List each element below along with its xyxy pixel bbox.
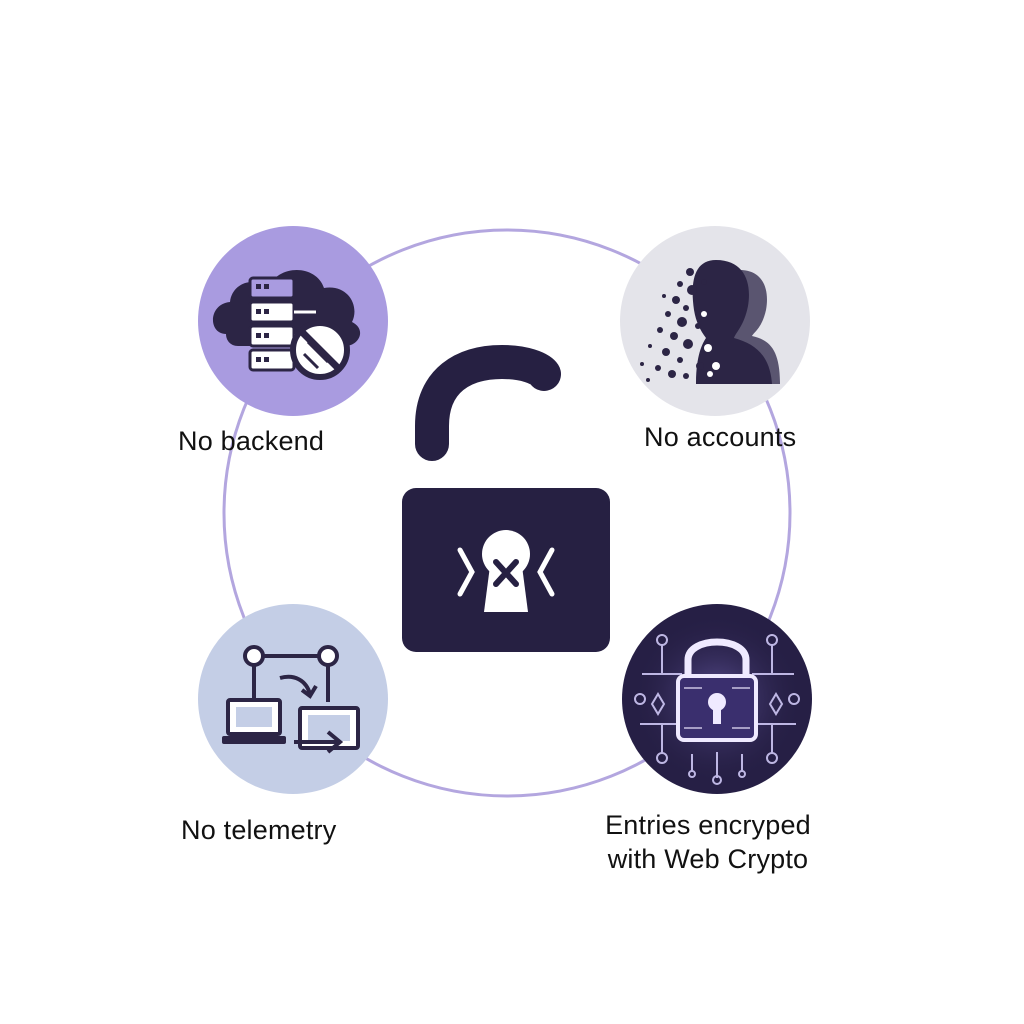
no-accounts-label: No accounts <box>644 422 797 452</box>
dissolving-user-icon <box>630 260 780 384</box>
no-accounts-badge <box>620 226 810 416</box>
no-backend-badge <box>198 226 388 416</box>
unlocked-padlock-icon <box>402 344 610 652</box>
no-server-cloud-icon <box>212 270 361 380</box>
web-crypto-label: Entries encryped with Web Crypto <box>605 810 811 874</box>
connecting-ring <box>222 228 792 798</box>
web-crypto-badge <box>622 604 812 794</box>
no-backend-label: No backend <box>178 426 325 456</box>
no-telemetry-label: No telemetry <box>181 815 337 845</box>
no-data-transfer-icon <box>222 645 360 754</box>
circuit-lock-icon <box>632 614 802 785</box>
no-telemetry-badge <box>198 604 388 794</box>
